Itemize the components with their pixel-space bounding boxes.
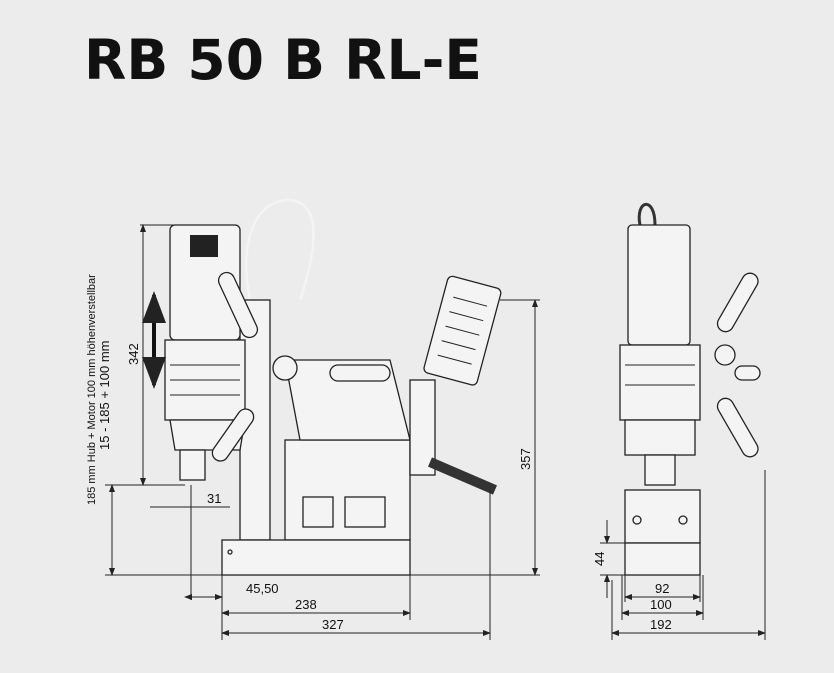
dim-192: 192 <box>650 617 672 632</box>
dim-327: 327 <box>322 617 344 632</box>
front-view-drill <box>619 202 761 576</box>
side-view-drill <box>164 198 502 576</box>
dim-92: 92 <box>655 581 669 596</box>
product-title: RB 50 B RL-E <box>84 28 482 92</box>
dim-357: 357 <box>518 448 533 470</box>
dim-238: 238 <box>295 597 317 612</box>
dim-342: 342 <box>126 343 141 365</box>
range-label: 15 - 185 + 100 mm <box>97 341 112 450</box>
front-view-dimensions: 44 92 100 192 <box>592 470 766 640</box>
dim-31: 31 <box>207 491 221 506</box>
side-view-dimensions: 342 185 mm Hub + Motor 100 mm höhenverst… <box>86 224 540 640</box>
dim-45-50: 45,50 <box>246 581 279 596</box>
dim-44: 44 <box>592 552 607 566</box>
dim-100: 100 <box>650 597 672 612</box>
stroke-label: 185 mm Hub + Motor 100 mm höhenverstellb… <box>86 274 98 505</box>
